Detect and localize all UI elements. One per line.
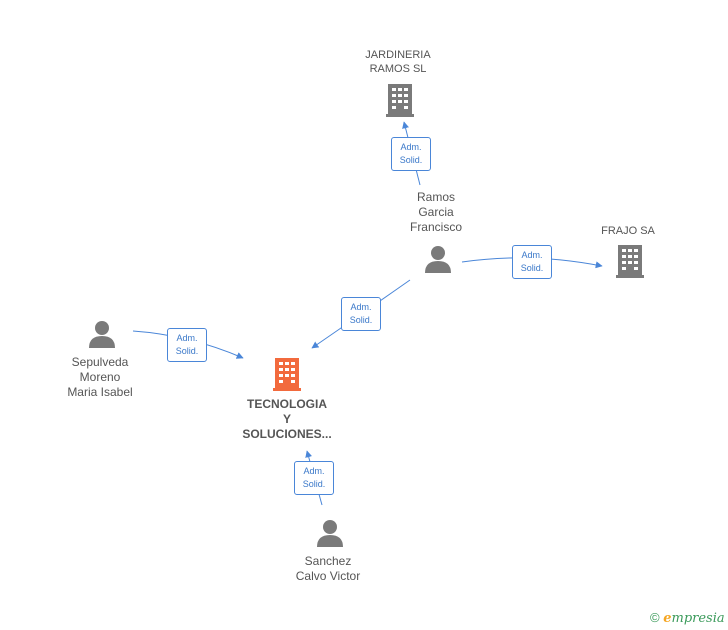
building-icon[interactable]	[616, 245, 644, 278]
label-line: Maria Isabel	[67, 385, 133, 399]
label-line: SOLUCIONES...	[242, 427, 332, 441]
edge-badge-ramos-tecnologia[interactable]: Adm. Solid.	[341, 297, 381, 331]
brand-rest: mpresia	[671, 611, 725, 626]
badge-line: Solid.	[399, 155, 423, 165]
badge-line: Adm.	[303, 466, 325, 476]
footer-brand: © empresia	[650, 610, 725, 626]
company-label-frajo[interactable]: FRAJO SA	[583, 224, 673, 238]
badge-line: Solid.	[349, 315, 373, 325]
badge-line: Solid.	[520, 263, 544, 273]
person-icon[interactable]	[317, 520, 343, 547]
label-line: Ramos	[416, 190, 455, 204]
label-line: Garcia	[418, 205, 454, 219]
label-line: JARDINERIA	[365, 49, 431, 61]
label-line: RAMOS SL	[369, 63, 427, 75]
label-line: Moreno	[79, 370, 121, 384]
label-line: Sanchez	[304, 554, 352, 568]
label-line: FRAJO SA	[601, 225, 655, 237]
person-icon[interactable]	[425, 246, 451, 273]
person-icon[interactable]	[89, 321, 115, 348]
company-label-tecnologia[interactable]: TECNOLOGIA Y SOLUCIONES...	[227, 397, 347, 442]
label-line: TECNOLOGIA	[247, 397, 327, 411]
badge-line: Adm.	[400, 142, 422, 152]
brand-initial: e	[663, 611, 672, 626]
label-line: Sepulveda	[71, 355, 129, 369]
label-line: Y	[282, 412, 291, 426]
edge-badge-sanchez-tecnologia[interactable]: Adm. Solid.	[294, 461, 334, 495]
person-label-ramos[interactable]: Ramos Garcia Francisco	[386, 190, 486, 235]
company-label-jardineria[interactable]: JARDINERIA RAMOS SL	[348, 48, 448, 76]
badge-line: Adm.	[350, 302, 372, 312]
copyright-icon: ©	[650, 610, 660, 625]
label-line: Francisco	[409, 220, 462, 234]
edge-badge-ramos-jardineria[interactable]: Adm. Solid.	[391, 137, 431, 171]
person-label-sanchez[interactable]: Sanchez Calvo Victor	[278, 554, 378, 584]
edge-badge-ramos-frajo[interactable]: Adm. Solid.	[512, 245, 552, 279]
brand-logo: empresia	[663, 611, 724, 626]
badge-line: Adm.	[521, 250, 543, 260]
building-icon[interactable]	[273, 358, 301, 391]
badge-line: Adm.	[176, 333, 198, 343]
badge-line: Solid.	[302, 479, 326, 489]
badge-line: Solid.	[175, 346, 199, 356]
person-label-sepulveda[interactable]: Sepulveda Moreno Maria Isabel	[50, 355, 150, 400]
label-line: Calvo Victor	[295, 569, 361, 583]
building-icon[interactable]	[386, 84, 414, 117]
edge-badge-sepulveda-tecnologia[interactable]: Adm. Solid.	[167, 328, 207, 362]
